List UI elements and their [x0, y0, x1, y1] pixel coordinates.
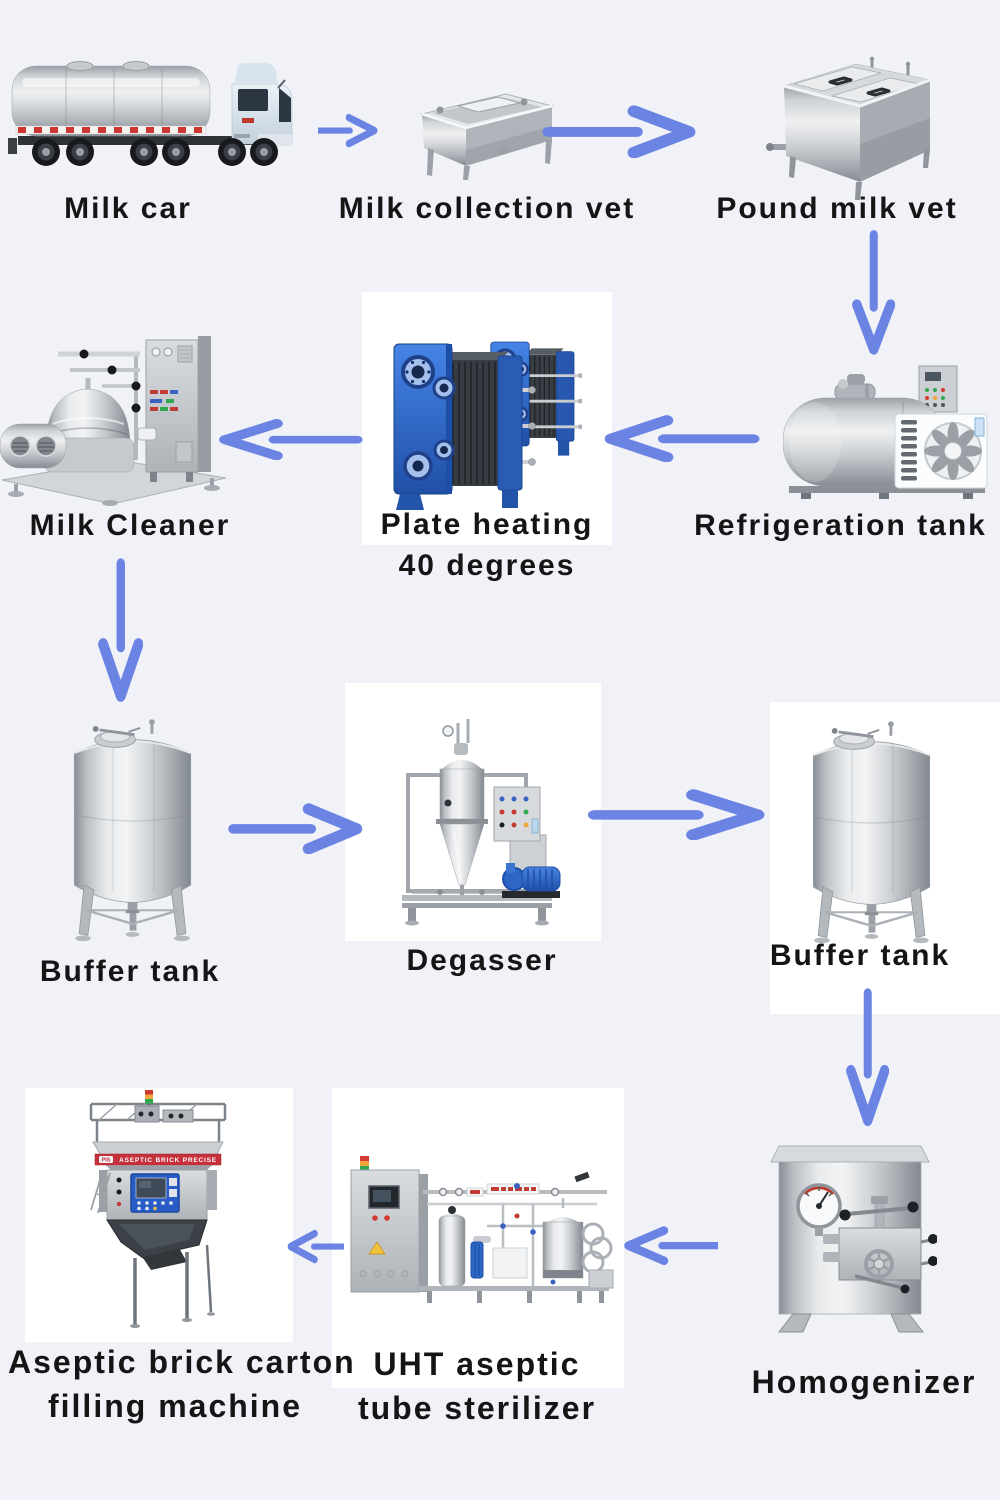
pressure-gauge-icon	[796, 1183, 842, 1236]
signal-tower-icon	[360, 1156, 369, 1171]
condenser-unit	[894, 413, 988, 489]
arrow-buffer-tank-to-degasser	[226, 802, 368, 854]
degassing-vessel	[436, 719, 488, 895]
sterilizer-nameplate	[466, 1183, 540, 1197]
arrow-uht-sterilizer-to-filling-machine	[272, 1226, 344, 1266]
degasser-label: Degasser	[406, 944, 558, 977]
valve-knobs	[79, 349, 141, 413]
sterilizer-control-cabinet	[350, 1169, 428, 1293]
pound-milk-vet-label: Pound milk vet	[716, 192, 958, 225]
arrow-milk-car-to-collection-vet	[318, 110, 394, 150]
arrow-buffer-tank-to-homogenizer	[845, 986, 889, 1132]
filling-banner-brand: PIS	[102, 1158, 111, 1164]
buffer-tank-left-label: Buffer tank	[39, 955, 221, 988]
plate-heating-illustration	[393, 341, 582, 510]
milk-car-label: Milk car	[64, 192, 192, 225]
signal-tower-icon	[145, 1090, 153, 1104]
machine-feet	[8, 478, 220, 506]
sterilizer-vessels-and-piping	[438, 1171, 614, 1289]
hazard-stripe	[18, 127, 202, 133]
pound-milk-vet-illustration	[766, 56, 931, 200]
refrigeration-tank-illustration	[783, 365, 988, 499]
arrow-homogenizer-to-uht-sterilizer	[613, 1224, 718, 1266]
homogenizer-illustration	[770, 1145, 937, 1333]
buffer-tank-right-label: Buffer tank	[769, 939, 951, 972]
separator-bowl	[45, 388, 131, 441]
arrow-degasser-to-buffer-tank	[585, 788, 772, 840]
brand-banner: PIS ASEPTIC BRICK PRECISE	[94, 1153, 222, 1166]
truck-cab	[231, 63, 293, 146]
milk-cleaner-illustration	[0, 336, 227, 506]
valve-block	[823, 1196, 937, 1294]
heat-exchanger-front-unit	[393, 343, 536, 510]
lid-handle	[828, 76, 853, 86]
refrigeration-tank-label: Refrigeration tank	[694, 509, 987, 542]
filling-machine-illustration: PIS ASEPTIC BRICK PRECISE	[89, 1090, 227, 1328]
milk-cleaner-label: Milk Cleaner	[29, 509, 231, 542]
arrow-refrigeration-to-plate-heating	[598, 414, 762, 462]
buffer-tank-right-illustration	[792, 702, 952, 946]
pump	[502, 863, 561, 898]
truck-wheels	[32, 138, 278, 166]
milk-collection-vet-label: Milk collection vet	[338, 192, 636, 225]
arrow-collection-vet-to-pound-vet	[540, 104, 702, 158]
uht-sterilizer-illustration	[350, 1156, 614, 1303]
milk-car-illustration	[8, 61, 293, 166]
arrow-pound-vet-to-refrigeration-tank	[851, 228, 895, 360]
arrow-milk-cleaner-to-buffer-tank	[97, 556, 143, 708]
buffer-tank-left-illustration	[53, 698, 213, 946]
degasser-illustration	[402, 719, 561, 926]
lid-handle	[866, 87, 891, 97]
arrow-plate-heating-to-milk-cleaner	[213, 418, 365, 460]
filling-banner-text: ASEPTIC BRICK PRECISE	[119, 1157, 217, 1164]
hmi-screen	[130, 1173, 180, 1213]
homogenizer-label: Homogenizer	[751, 1364, 977, 1400]
milk-collection-vet-illustration	[420, 93, 554, 180]
degasser-control-panel	[493, 786, 541, 842]
